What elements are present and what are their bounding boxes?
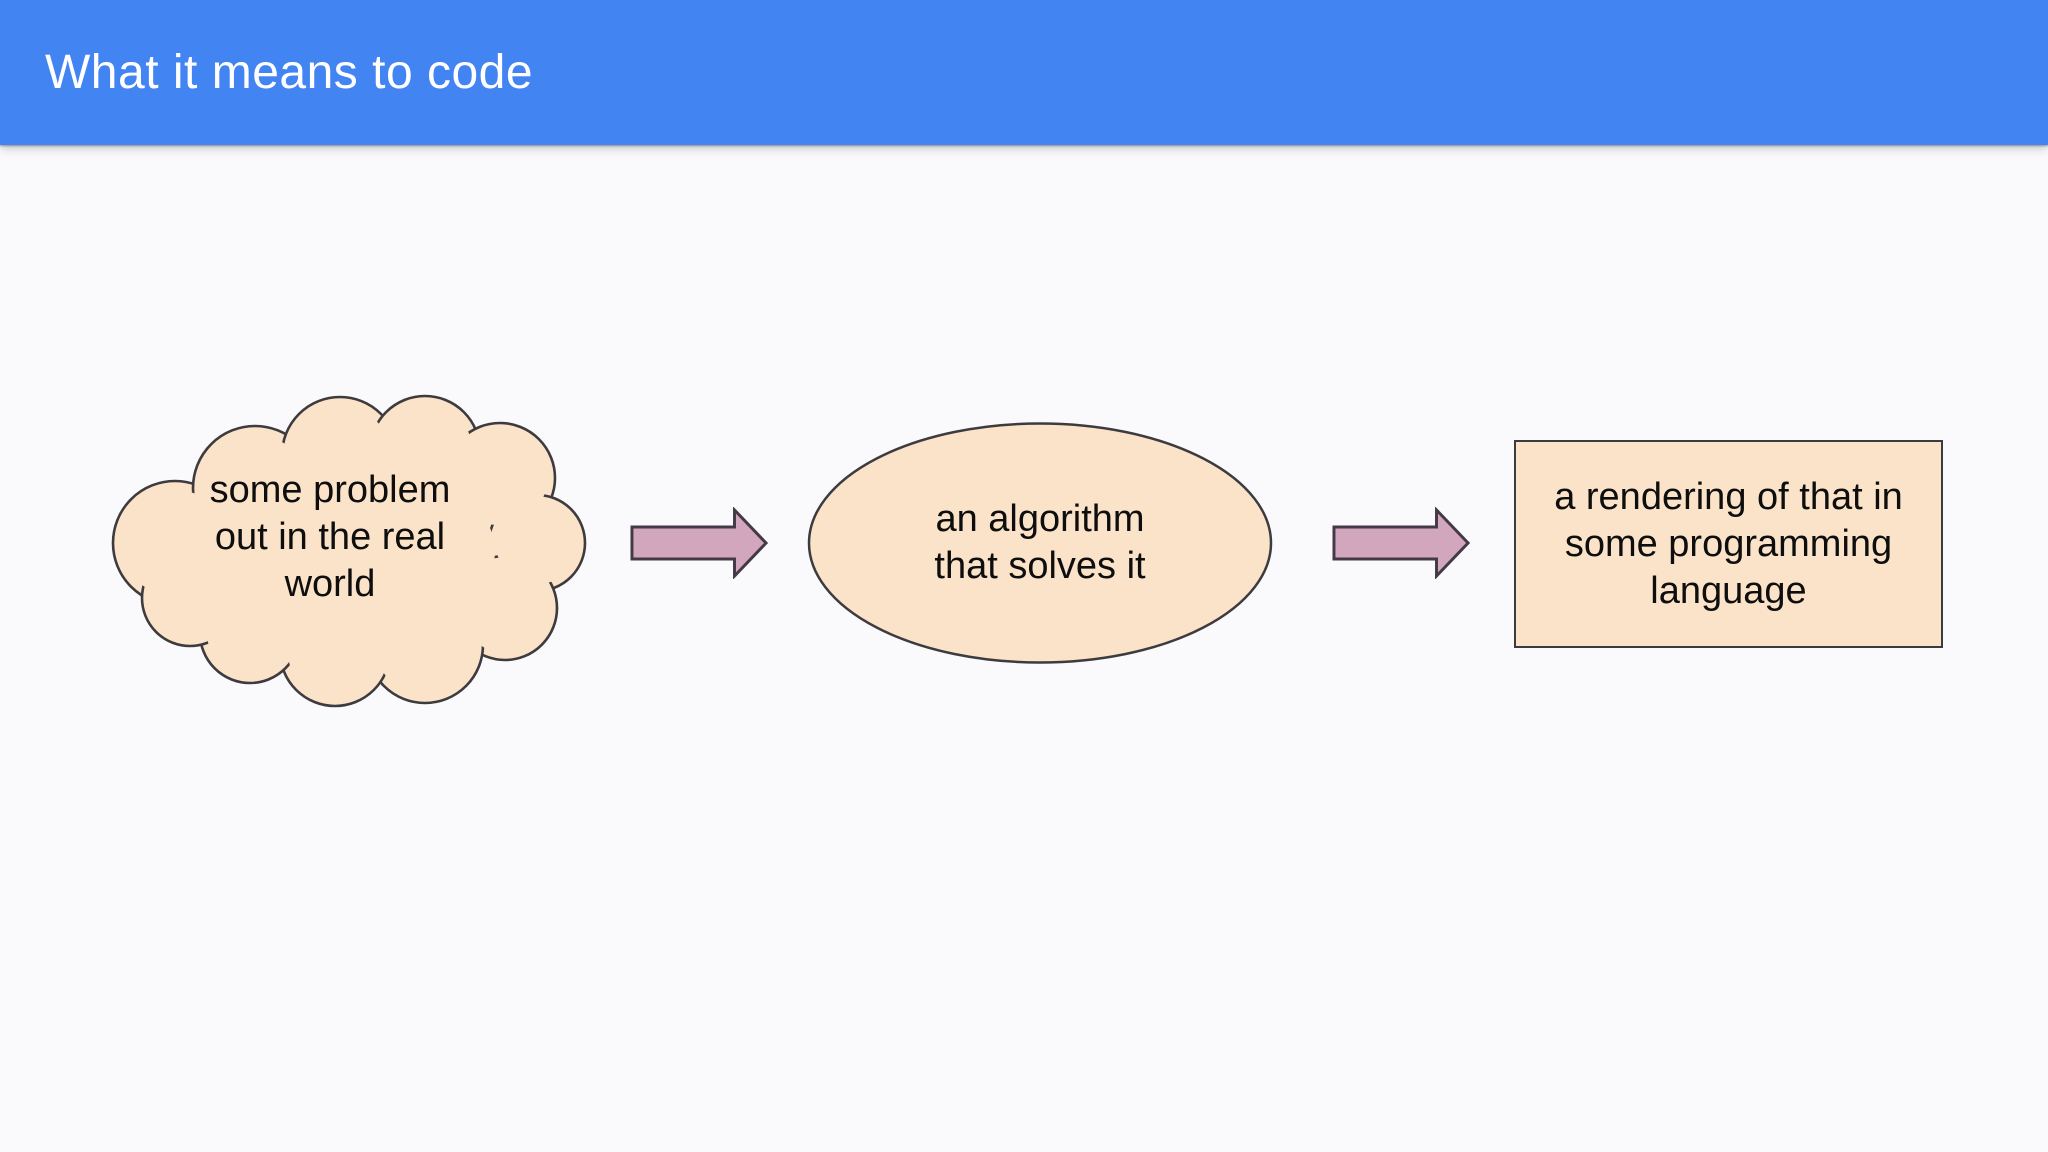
- rectangle-icon: [1514, 440, 1943, 648]
- rect-shape-code: a rendering of that in some programming …: [1514, 440, 1943, 648]
- page-title: What it means to code: [45, 46, 534, 99]
- header-bar: What it means to code: [0, 0, 2048, 145]
- cloud-shape-problem: some problem out in the real world: [105, 393, 587, 711]
- node-label-problem: some problem out in the real world: [209, 468, 451, 605]
- ellipse-shape-algorithm: an algorithm that solves it: [806, 421, 1274, 665]
- block-arrow-right-icon: [1332, 507, 1471, 579]
- arrow-connector-1: [630, 507, 770, 579]
- block-arrow-right-icon: [630, 507, 769, 579]
- cloud-icon: [111, 394, 587, 708]
- node-label-code: a rendering of that in some programming …: [1554, 475, 1903, 612]
- node-label-algorithm: an algorithm that solves it: [934, 498, 1146, 587]
- arrow-connector-2: [1332, 507, 1472, 579]
- slide-canvas: some problem out in the real world an al…: [0, 145, 2048, 1152]
- ellipse-icon: [807, 422, 1273, 664]
